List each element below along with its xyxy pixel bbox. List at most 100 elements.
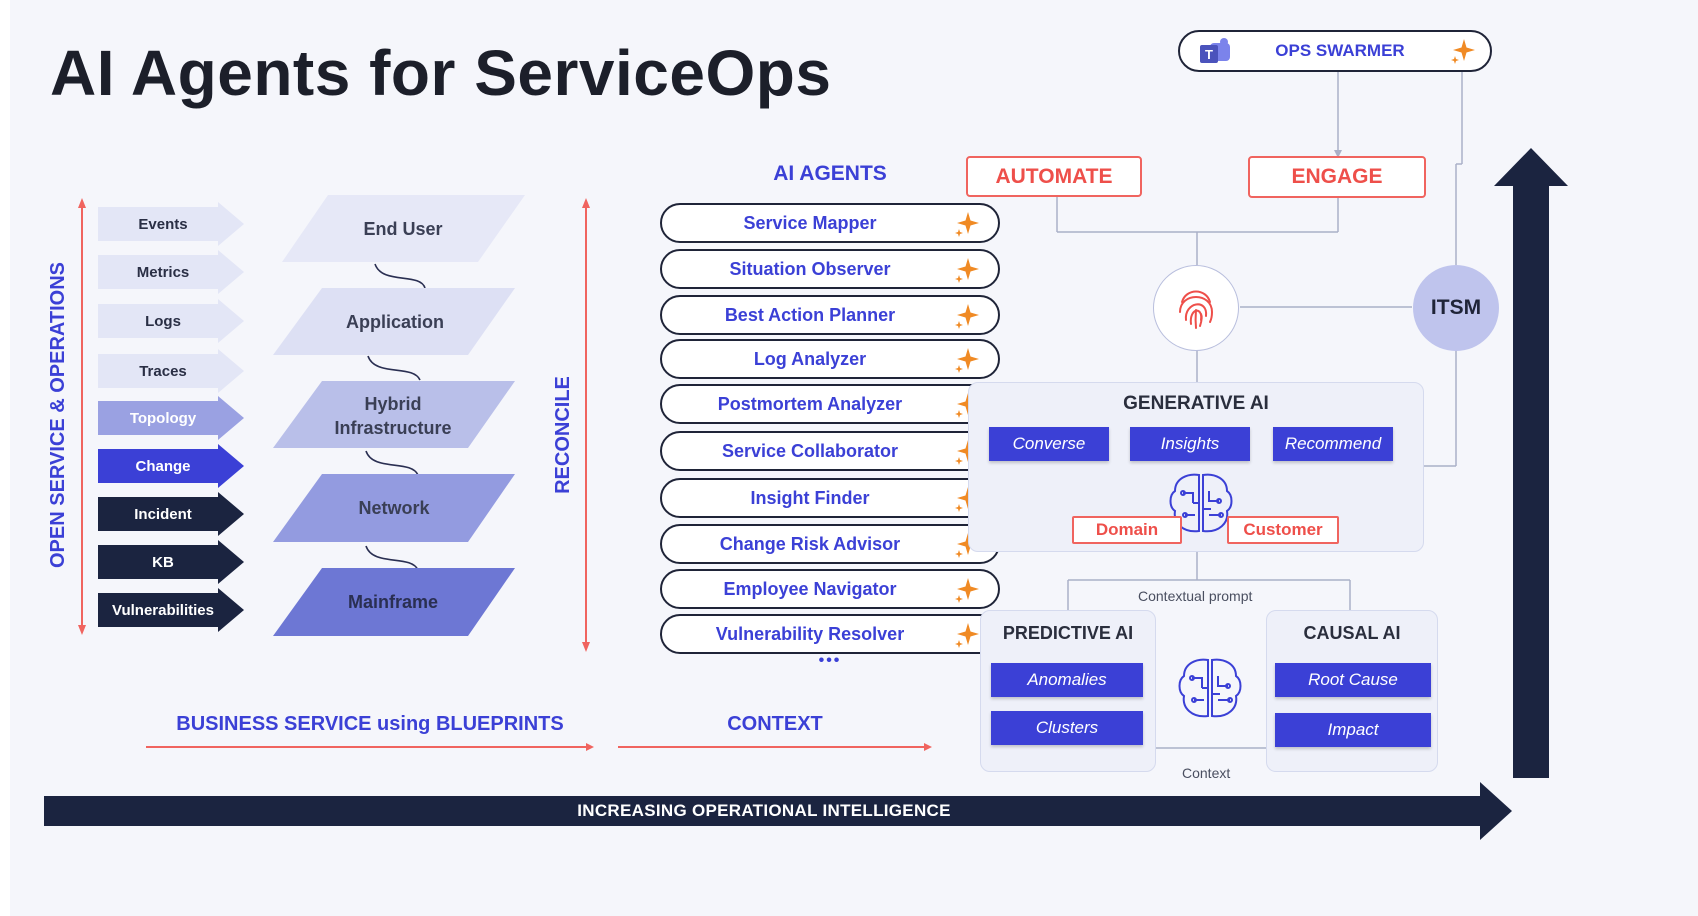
data-source-tag: Change (98, 444, 244, 488)
data-source-label: KB (152, 553, 174, 571)
data-source-arrow-shape (98, 250, 244, 294)
reconcile-label: RECONCILE (552, 376, 574, 494)
data-source-arrow-shape (98, 492, 244, 536)
chip-insights: Insights (1130, 427, 1250, 461)
generative-ai-panel: GENERATIVE AI Converse Insights Recommen… (968, 382, 1424, 552)
context-small-label: Context (1182, 765, 1231, 781)
data-source-tag: Topology (98, 396, 244, 440)
agent-pill[interactable]: Change Risk Advisor (660, 524, 1000, 564)
sparkle-icon (955, 258, 979, 283)
value-realization-arrow (1494, 148, 1568, 778)
data-source-arrow-shape (98, 349, 244, 393)
agent-name: Postmortem Analyzer (717, 393, 903, 414)
agent-pill[interactable]: Insight Finder (660, 478, 1000, 518)
chip-clusters: Clusters (991, 711, 1143, 745)
data-source-arrow-shape (98, 540, 244, 584)
agent-name: Service Mapper (743, 212, 877, 233)
operational-intelligence-arrow (44, 782, 1512, 840)
data-source-tag: KB (98, 540, 244, 584)
layer-application-shape (273, 288, 515, 355)
chip-recommend: Recommend (1273, 427, 1393, 461)
data-source-tag: Traces (98, 349, 244, 393)
agent-name: Situation Observer (729, 258, 891, 279)
agent-pill[interactable]: Service Mapper (660, 203, 1000, 243)
brain-circuit-icon (1178, 658, 1242, 718)
ai-agents-heading: AI AGENTS (773, 162, 887, 185)
automate-box: AUTOMATE (966, 156, 1142, 197)
contextual-prompt-label: Contextual prompt (1138, 588, 1253, 604)
data-source-arrow-shape (98, 202, 244, 246)
data-source-arrow-shape (98, 444, 244, 488)
sparkle-icon (955, 304, 979, 329)
agent-pill[interactable]: Service Collaborator (660, 431, 1000, 471)
brain-circuit-icon (1169, 473, 1233, 533)
chip-anomalies: Anomalies (991, 663, 1143, 697)
agent-name: Insight Finder (750, 487, 870, 508)
agent-pill[interactable]: Postmortem Analyzer (660, 384, 1000, 424)
domain-tag: Domain (1072, 516, 1182, 544)
layer-mainframe-shape (273, 568, 515, 636)
sparkle-icon (955, 578, 979, 603)
business-service-label: BUSINESS SERVICE using BLUEPRINTS (176, 713, 564, 735)
agent-pill[interactable]: Employee Navigator (660, 569, 1000, 609)
context-label: CONTEXT (727, 713, 823, 735)
agent-pill[interactable]: Vulnerability Resolver (660, 614, 1000, 654)
operational-intelligence-label: INCREASING OPERATIONAL INTELLIGENCE (577, 801, 951, 820)
fingerprint-node (1153, 265, 1239, 351)
service-layers (273, 195, 525, 636)
causal-ai-panel: CAUSAL AI Root Cause Impact (1266, 610, 1438, 772)
layer-end-user: End User (363, 219, 443, 239)
layer-end-user-shape (282, 195, 525, 262)
ops-swarmer-label: OPS SWARMER (1275, 41, 1405, 60)
chip-impact: Impact (1275, 713, 1431, 747)
value-realization-label (1521, 327, 1541, 613)
page-title: AI Agents for ServiceOps (50, 37, 832, 109)
data-source-label: Incident (134, 505, 192, 523)
itsm-node: ITSM (1413, 265, 1499, 351)
chip-root-cause: Root Cause (1275, 663, 1431, 697)
layer-hybrid-shape (273, 381, 515, 448)
data-source-label: Events (138, 215, 188, 233)
connector-lines (78, 72, 1463, 751)
data-source-label: Traces (139, 362, 187, 380)
causal-ai-title: CAUSAL AI (1303, 623, 1401, 643)
generative-ai-title: GENERATIVE AI (1123, 393, 1269, 414)
diagram-canvas: AI Agents for ServiceOps (10, 0, 1698, 916)
agent-pill[interactable]: Best Action Planner (660, 295, 1000, 335)
data-source-label: Vulnerabilities (112, 601, 214, 619)
sparkle-icon (955, 348, 979, 373)
data-source-arrow-shape (98, 299, 244, 343)
data-source-label: Change (135, 457, 191, 475)
chip-converse: Converse (989, 427, 1109, 461)
layer-mainframe: Mainframe (347, 592, 439, 612)
data-source-tag: Logs (98, 299, 244, 343)
layer-application: Application (346, 312, 444, 332)
agent-pill[interactable]: Situation Observer (660, 249, 1000, 289)
teams-icon: T (1200, 38, 1230, 63)
sparkle-icon (955, 212, 979, 237)
svg-text:T: T (1205, 47, 1213, 62)
agent-name: Vulnerability Resolver (715, 623, 905, 644)
data-source-label: Metrics (136, 263, 190, 281)
engage-box: ENGAGE (1248, 156, 1426, 198)
customer-tag: Customer (1227, 516, 1339, 544)
fingerprint-icon (1179, 290, 1214, 329)
data-source-tag: Metrics (98, 250, 244, 294)
agent-name: Change Risk Advisor (719, 533, 901, 554)
ops-swarmer-pill[interactable]: T OPS SWARMER (1178, 30, 1492, 72)
predictive-ai-title: PREDICTIVE AI (1002, 623, 1134, 643)
agents-more-ellipsis: ••• (818, 652, 842, 669)
data-source-label: Logs (145, 312, 181, 330)
data-source-label: Topology (129, 409, 197, 427)
data-source-tag: Events (98, 202, 244, 246)
layer-hybrid-infrastructure: Hybrid Infrastructure (334, 394, 452, 438)
data-source-tag: Incident (98, 492, 244, 536)
agent-pill[interactable]: Log Analyzer (660, 339, 1000, 379)
data-source-arrow-shape (98, 588, 244, 632)
data-source-tag: Vulnerabilities (98, 588, 244, 632)
data-source-arrow-shape (98, 396, 244, 440)
layer-network: Network (358, 498, 430, 518)
agent-name: Log Analyzer (753, 348, 867, 369)
layer-network-shape (273, 474, 515, 542)
sparkle-icon (1451, 39, 1475, 64)
